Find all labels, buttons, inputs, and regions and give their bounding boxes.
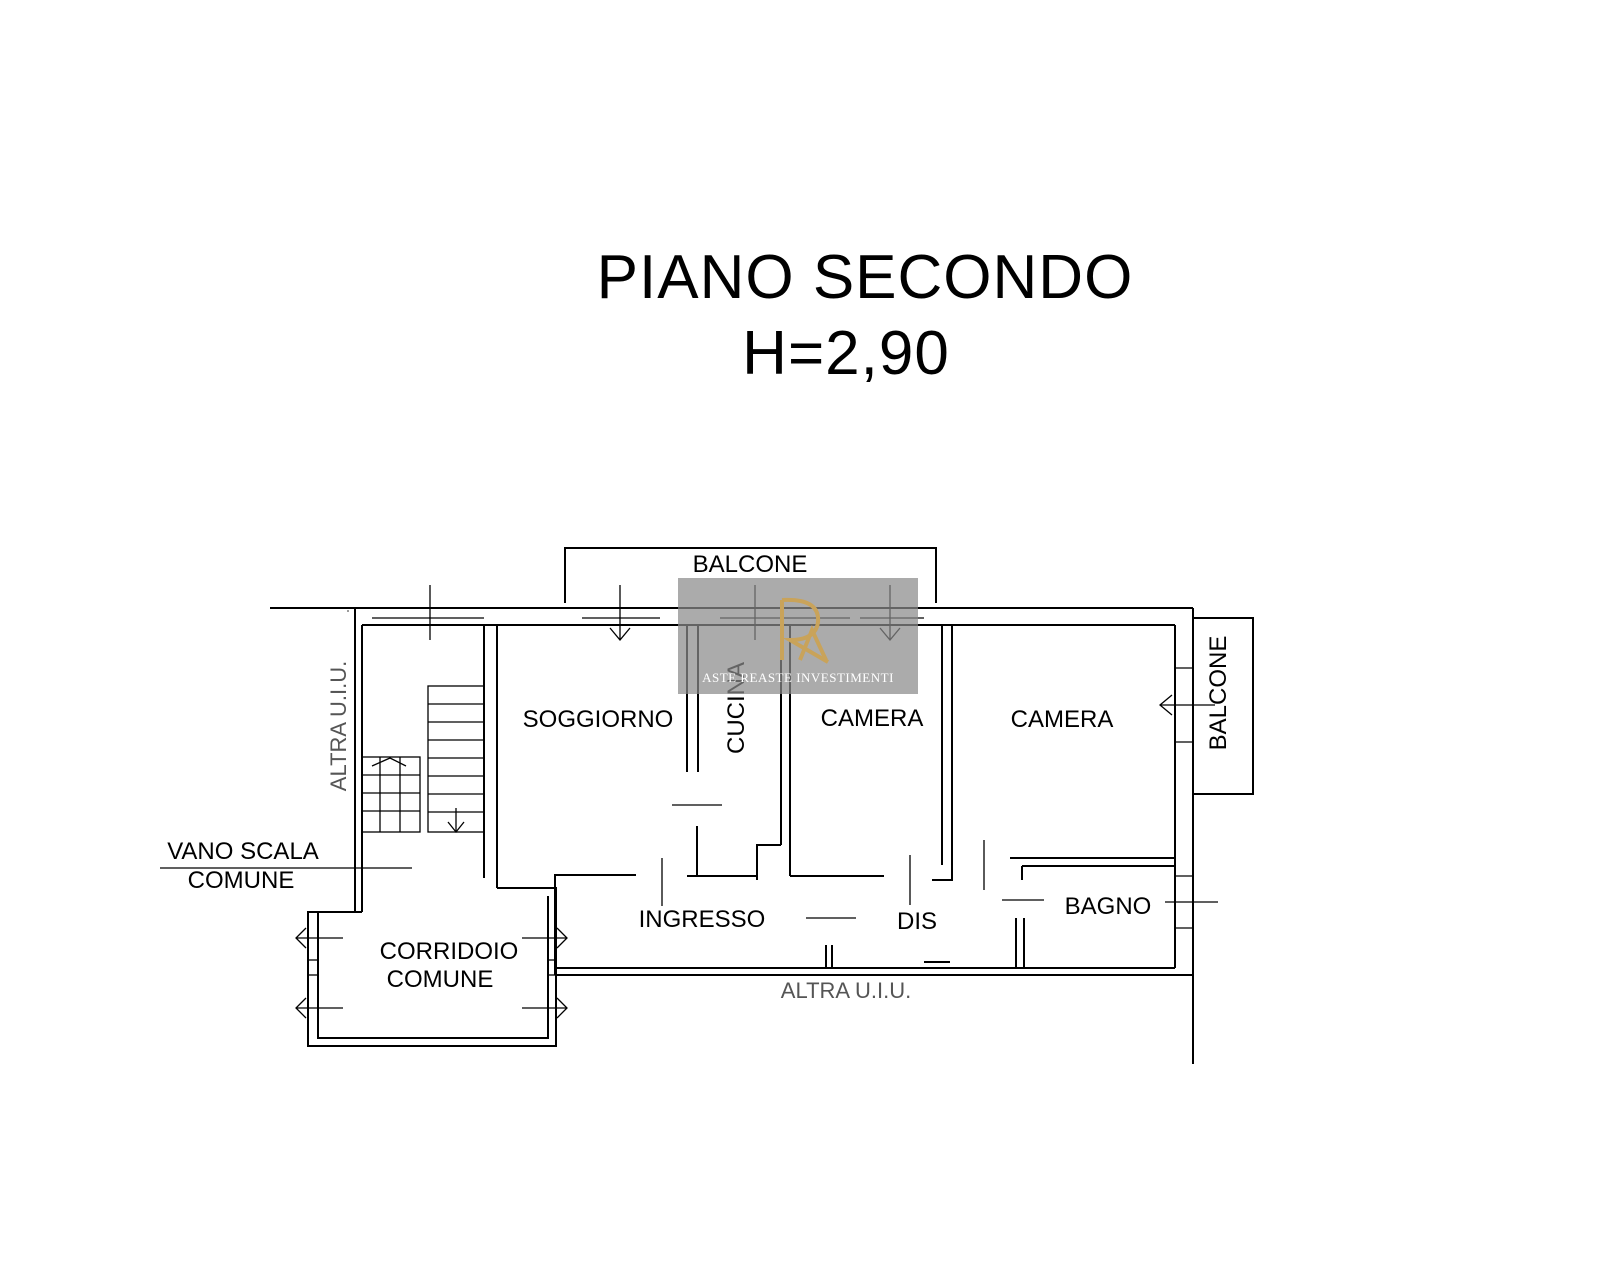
label-altra-uiu-left: ALTRA U.I.U. <box>326 661 351 791</box>
watermark-text: ASTE REASTE INVESTIMENTI <box>702 670 894 685</box>
balcony-right <box>1193 617 1254 795</box>
label-bagno: BAGNO <box>1065 893 1152 920</box>
plan-height: H=2,90 <box>742 319 950 388</box>
door-leaves <box>661 804 1044 919</box>
label-camera-2: CAMERA <box>1011 706 1114 733</box>
watermark-background <box>678 578 918 694</box>
balcony-top <box>564 547 937 603</box>
stair <box>361 685 485 834</box>
label-camera-1: CAMERA <box>821 705 924 732</box>
watermark: ASTE REASTE INVESTIMENTI <box>678 578 918 694</box>
label-vano-scala-1: VANO SCALA <box>167 838 319 865</box>
label-corridoio-2: COMUNE <box>387 966 494 993</box>
label-balcone-top: BALCONE <box>693 551 808 578</box>
watermark-logo-icon <box>780 597 830 664</box>
plan-title: PIANO SECONDO <box>596 243 1134 312</box>
label-corridoio-1: CORRIDOIO <box>380 938 519 965</box>
label-ingresso: INGRESSO <box>639 906 766 933</box>
label-balcone-right: BALCONE <box>1205 636 1232 751</box>
label-vano-scala-2: COMUNE <box>188 867 295 894</box>
label-dis: DIS <box>897 908 937 935</box>
label-altra-uiu-bottom: ALTRA U.I.U. <box>781 978 911 1003</box>
label-soggiorno: SOGGIORNO <box>523 706 674 733</box>
